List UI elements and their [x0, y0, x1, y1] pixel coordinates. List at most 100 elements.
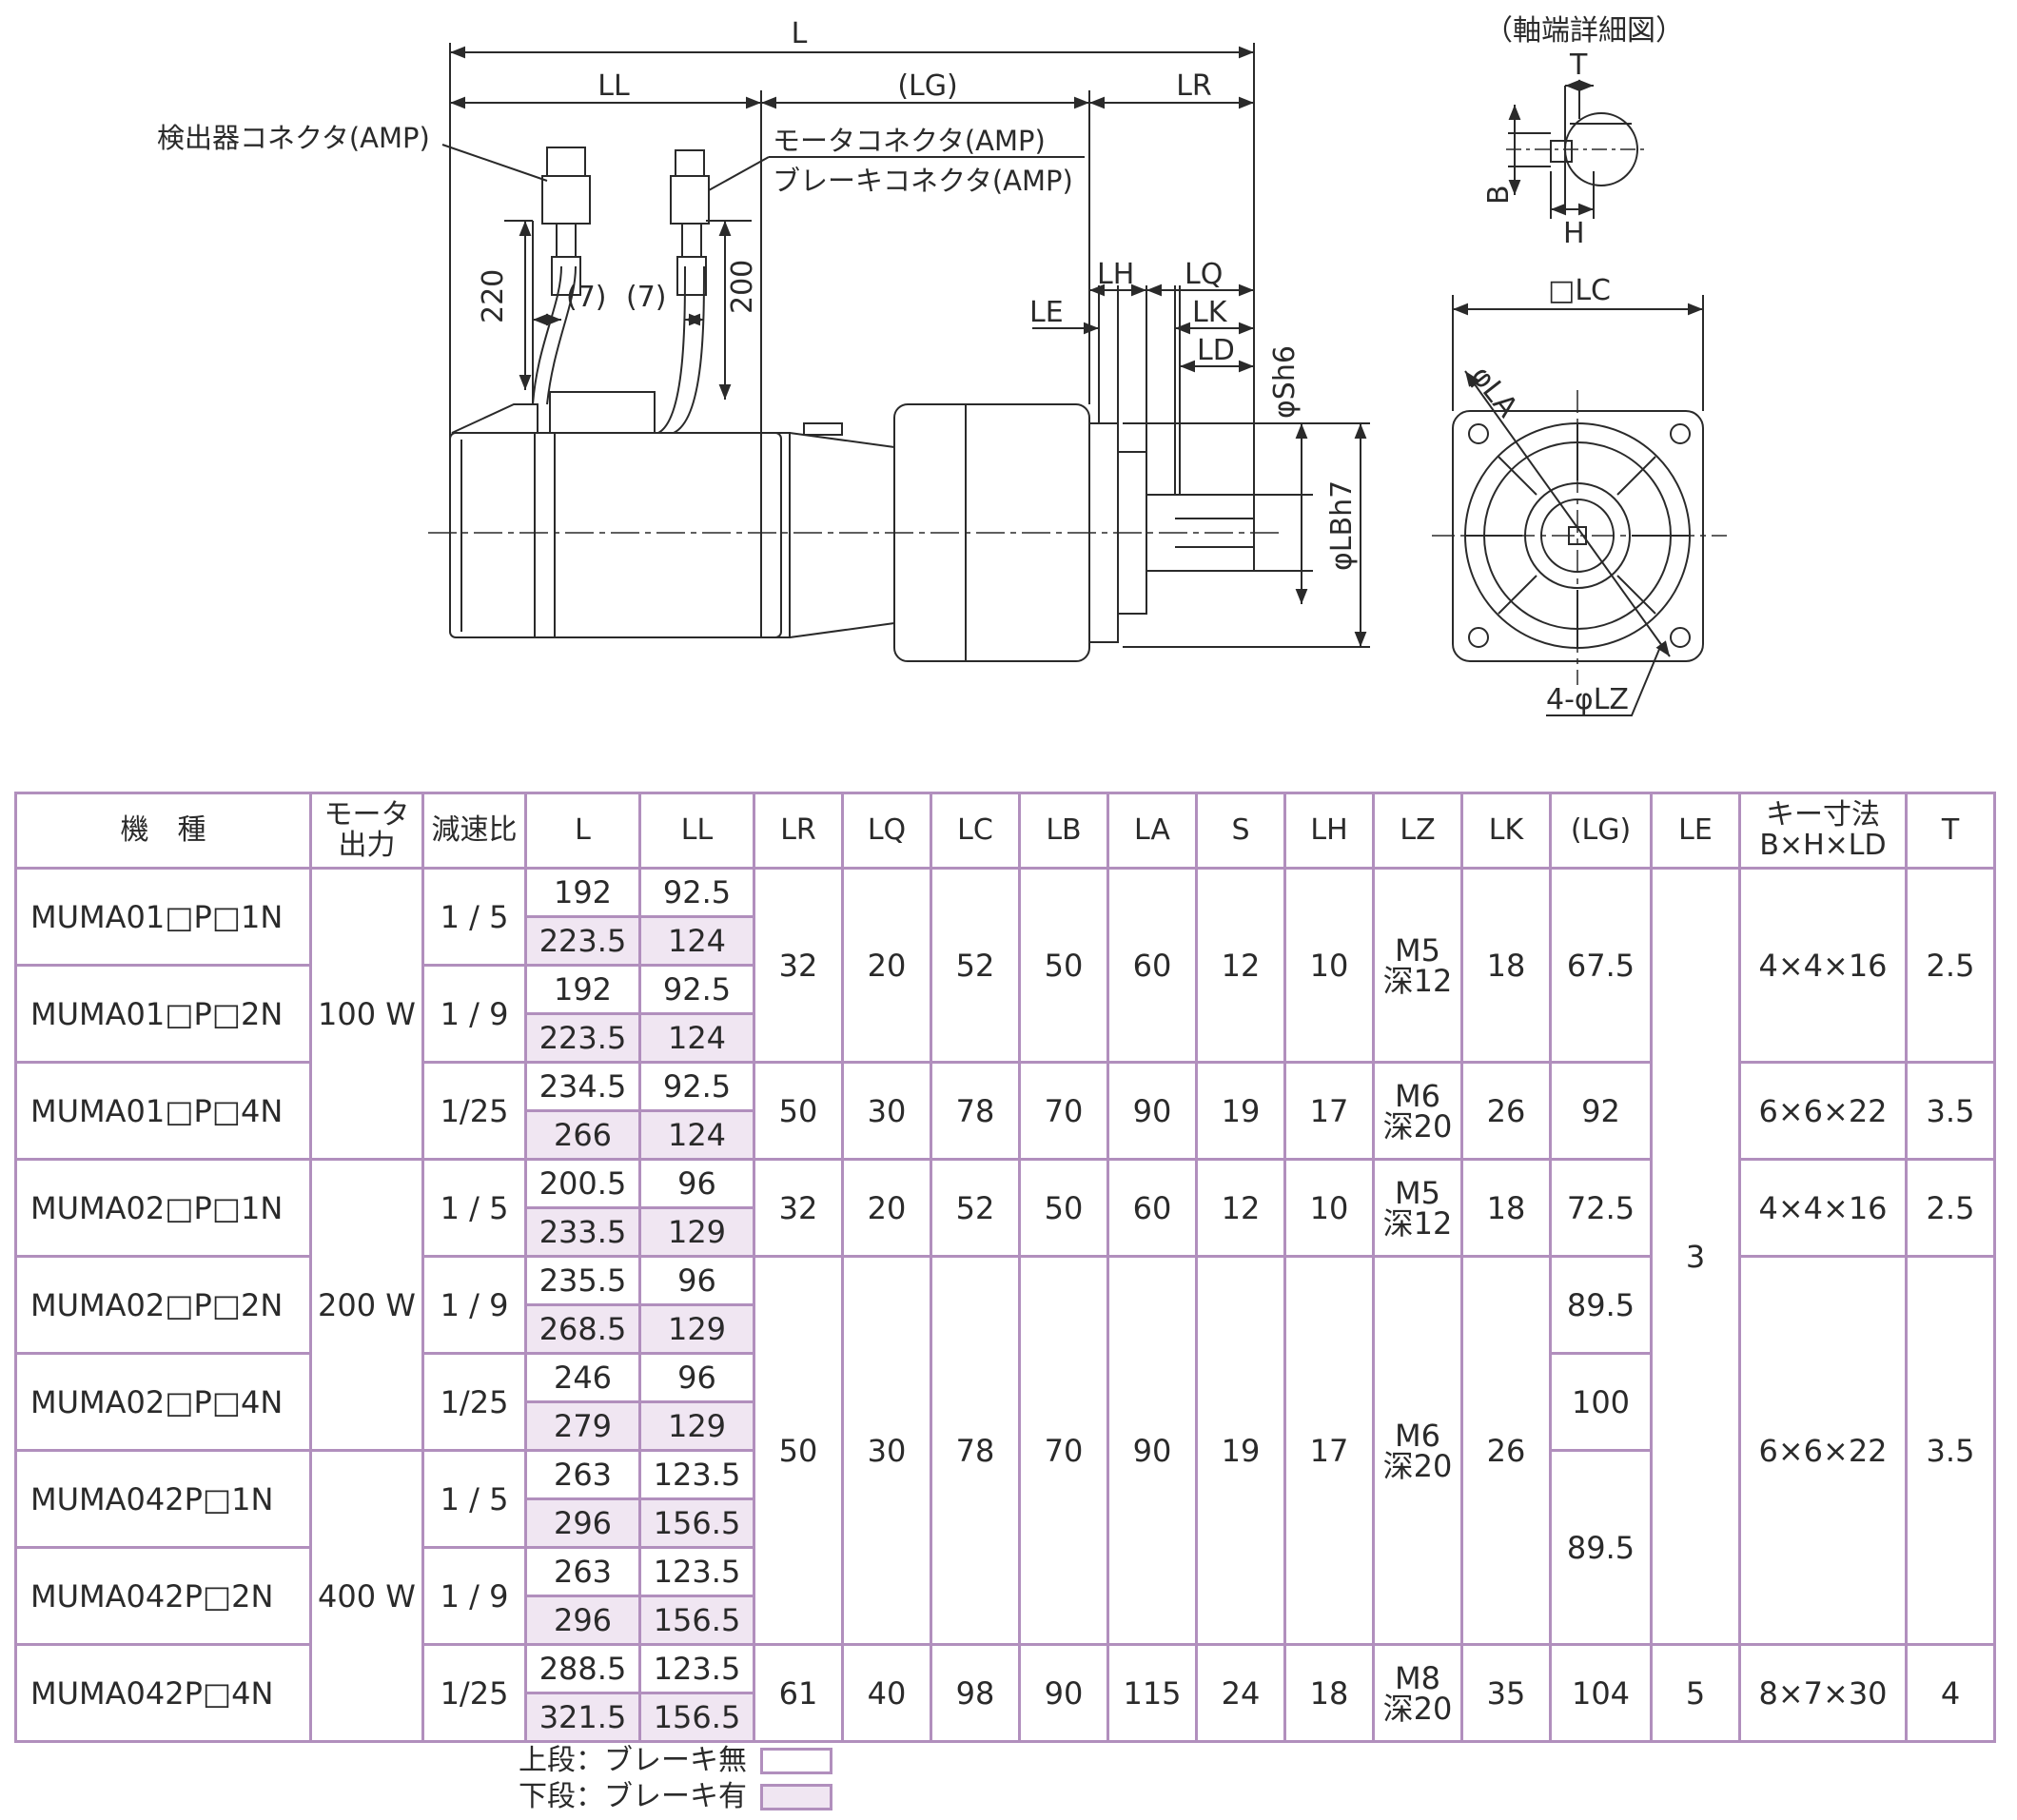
ratio-cell: 1/25 — [421, 1061, 527, 1161]
key-cell: 6×6×22 — [1738, 1255, 1908, 1646]
dim-S: φSh6 — [1268, 345, 1302, 419]
L-cell: 268.5 — [524, 1303, 641, 1355]
legend: 上段：ブレーキ無 下段：ブレーキ有 — [519, 1743, 832, 1815]
T-cell: 2.5 — [1905, 867, 1996, 1064]
LL-cell: 129 — [638, 1303, 755, 1355]
T-cell: 2.5 — [1905, 1158, 1996, 1258]
dim-7-left: (7) — [566, 281, 607, 314]
LL-cell: 156.5 — [638, 1692, 755, 1743]
legend-lower-text: 下段：ブレーキ有 — [519, 1780, 747, 1813]
L-cell: 263 — [524, 1449, 641, 1500]
model-cell: MUMA042P□4N — [14, 1643, 312, 1743]
table-row: MUMA01□P□2N 1 / 9 192 92.5 — [14, 964, 1995, 1064]
header-LG: (LG) — [1549, 792, 1653, 870]
LA-cell: 60 — [1106, 867, 1198, 1064]
dim-LR: LR — [1176, 69, 1212, 103]
header-key: キー寸法 B×H×LD — [1738, 792, 1908, 870]
LH-cell: 10 — [1283, 1158, 1375, 1258]
table-row: 233.5 129 — [16, 1206, 1995, 1258]
table-row: 279 129 — [16, 1400, 1995, 1452]
LK-cell: 26 — [1460, 1061, 1552, 1161]
L-cell: 192 — [524, 964, 641, 1015]
L-cell: 233.5 — [524, 1206, 641, 1258]
header-LE: LE — [1650, 792, 1741, 870]
dimension-drawing: L LL (LG) LR 検出器コネクタ(AMP) モータコネクタ(AMP) ブ… — [157, 14, 1727, 716]
model-cell: MUMA042P□2N — [14, 1546, 312, 1646]
table-row: 321.5 156.5 — [16, 1692, 1995, 1743]
LL-cell: 124 — [638, 1012, 755, 1064]
output-cell: 200 W — [309, 1158, 424, 1452]
LH-cell: 17 — [1283, 1061, 1375, 1161]
table-row: 296 156.5 — [16, 1497, 1995, 1549]
LE-cell: 3 — [1650, 867, 1741, 1646]
LL-cell: 156.5 — [638, 1497, 755, 1549]
L-cell: 321.5 — [524, 1692, 641, 1743]
dim-220: 220 — [477, 269, 510, 323]
LB-cell: 90 — [1018, 1643, 1109, 1743]
LL-cell: 92.5 — [638, 964, 755, 1015]
table-row: 296 156.5 — [16, 1595, 1995, 1646]
LR-cell: 32 — [753, 1158, 844, 1258]
LB-cell: 70 — [1018, 1061, 1109, 1161]
LL-cell: 92.5 — [638, 1061, 755, 1112]
spec-table: 機 種 モータ 出力 減速比 L LL LR LQ LC LB LA S LH … — [14, 792, 1996, 1743]
LH-cell: 10 — [1283, 867, 1375, 1064]
LB-cell: 50 — [1018, 1158, 1109, 1258]
LC-cell: 52 — [930, 1158, 1021, 1258]
LC-cell: 78 — [930, 1061, 1021, 1161]
dim-LK: LK — [1192, 296, 1228, 329]
header-LH: LH — [1283, 792, 1375, 870]
LL-cell: 96 — [638, 1352, 755, 1403]
table-row: MUMA042P□2N 1 / 9 263 123.5 — [14, 1546, 1995, 1646]
dim-200: 200 — [726, 260, 759, 314]
LC-cell: 52 — [930, 867, 1021, 1064]
LZ-cell: M5 深12 — [1372, 867, 1463, 1064]
ratio-cell: 1 / 5 — [421, 867, 527, 967]
dim-LC: □LC — [1548, 274, 1611, 307]
label-brake-connector: ブレーキコネクタ(AMP) — [773, 165, 1073, 197]
table-row: MUMA01□P□4N 1/25 234.5 92.5 50 30 78 70 … — [14, 1061, 1996, 1161]
LR-cell: 50 — [753, 1255, 844, 1646]
header-output: モータ 出力 — [309, 792, 424, 870]
LQ-cell: 20 — [841, 867, 932, 1064]
model-cell: MUMA02□P□2N — [14, 1255, 312, 1355]
key-cell: 4×4×16 — [1738, 867, 1908, 1064]
LR-cell: 32 — [753, 867, 844, 1064]
LA-cell: 60 — [1106, 1158, 1198, 1258]
LL-cell: 92.5 — [638, 867, 755, 918]
LK-cell: 26 — [1460, 1255, 1552, 1646]
key-cell: 6×6×22 — [1738, 1061, 1908, 1161]
shaft-detail-title: （軸端詳細図） — [1484, 14, 1684, 48]
shaft-dim-H: H — [1563, 217, 1585, 250]
legend-swatch-white — [760, 1748, 832, 1774]
table-row: 268.5 129 — [16, 1303, 1995, 1355]
LL-cell: 123.5 — [638, 1449, 755, 1500]
table-row: MUMA02□P□4N 1/25 246 96 100 — [14, 1352, 1995, 1452]
dim-LG: (LG) — [897, 69, 957, 103]
dim-LD: LD — [1197, 334, 1235, 367]
dim-LQ: LQ — [1185, 258, 1223, 291]
legend-swatch-shaded — [760, 1784, 832, 1810]
LL-cell: 96 — [638, 1158, 755, 1209]
table-row: MUMA02□P□2N 1 / 9 235.5 96 50 30 78 70 9… — [14, 1255, 1996, 1646]
LA-cell: 90 — [1106, 1255, 1198, 1646]
key-cell: 8×7×30 — [1738, 1643, 1908, 1743]
header-LQ: LQ — [841, 792, 932, 870]
model-cell: MUMA02□P□1N — [14, 1158, 312, 1258]
L-cell: 263 — [524, 1546, 641, 1597]
dim-LL: LL — [597, 69, 630, 103]
dim-LH: LH — [1097, 258, 1134, 291]
ratio-cell: 1/25 — [421, 1643, 527, 1743]
L-cell: 296 — [524, 1595, 641, 1646]
LL-cell: 129 — [638, 1206, 755, 1258]
S-cell: 19 — [1195, 1061, 1286, 1161]
L-cell: 234.5 — [524, 1061, 641, 1112]
LK-cell: 18 — [1460, 1158, 1552, 1258]
LK-cell: 18 — [1460, 867, 1552, 1064]
LQ-cell: 40 — [841, 1643, 932, 1743]
LZ-cell: M6 深20 — [1372, 1255, 1463, 1646]
legend-row-upper: 上段：ブレーキ無 — [519, 1743, 832, 1779]
L-cell: 279 — [524, 1400, 641, 1452]
LZ-cell: M8 深20 — [1372, 1643, 1463, 1743]
dim-LA: φLA — [1464, 360, 1524, 423]
